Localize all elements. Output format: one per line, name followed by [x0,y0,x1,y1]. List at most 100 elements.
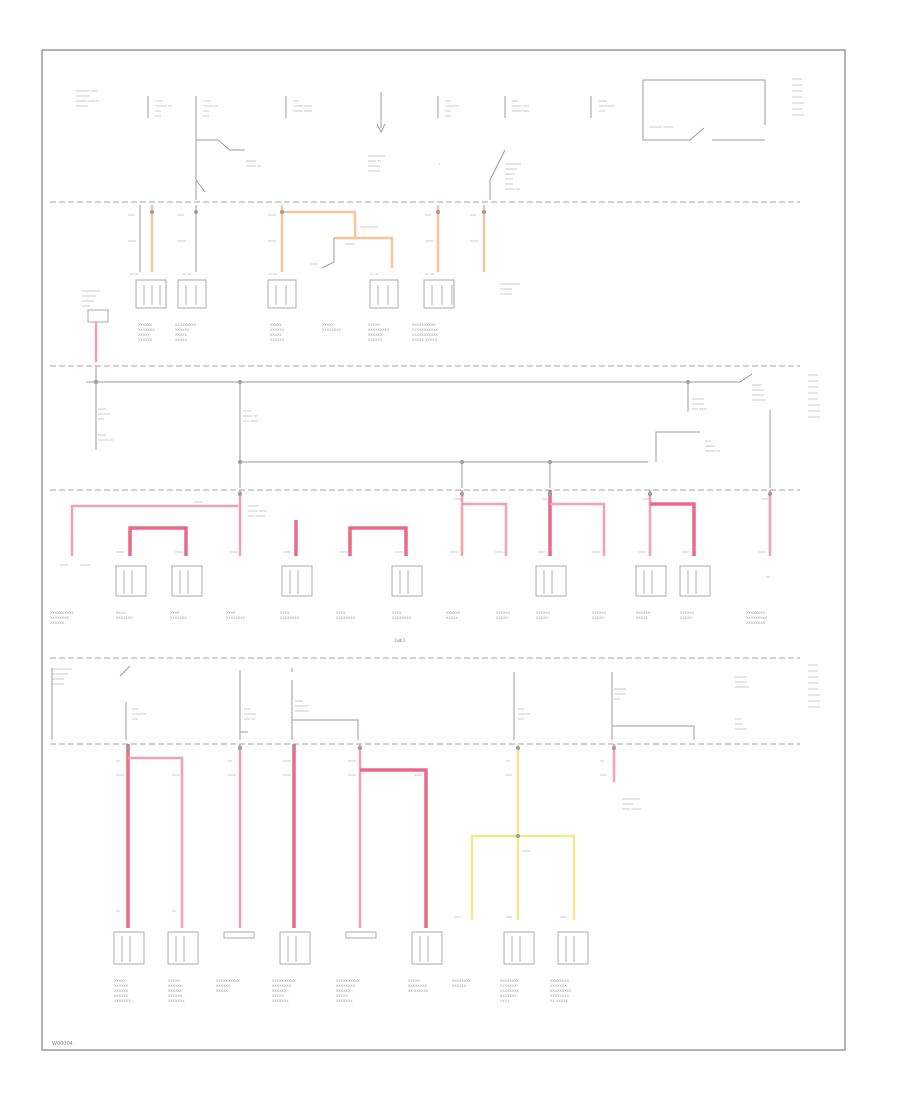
svg-text:xxxxxx: xxxxxx [735,675,747,679]
svg-text:xxxxx: xxxxx [792,83,802,87]
svg-text:xxx xxxxx: xxx xxxxx [248,514,265,518]
svg-text:xxxxxxxxx: xxxxxxxxx [368,154,386,158]
svg-text:xxxxx: xxxxx [792,107,802,111]
svg-text:xxxxxxx: xxxxxxx [295,709,309,713]
svg-text:xx: xx [600,759,604,763]
svg-text:xxxxxx: xxxxxx [808,693,820,697]
svg-text:xxxxx: xxxxx [408,978,420,983]
svg-text:xxxxxxxxxxx: xxxxxxxxxxx [412,327,439,332]
svg-text:xxx: xxx [455,915,461,919]
svg-text:xxxxxxxx: xxxxxxxx [50,615,70,620]
svg-text:xxxxx: xxxxx [322,322,334,327]
svg-text:xxxxxxxxxxx: xxxxxxxxxxx [412,332,439,337]
svg-text:xxxxx xx: xxxxx xx [203,104,218,108]
svg-text:xxxxxxxx: xxxxxxxx [336,983,356,988]
svg-text:xxxxx: xxxxx [680,615,692,620]
svg-text:xxxx: xxxx [505,182,513,186]
svg-text:xxxxxxxx: xxxxxxxx [408,983,428,988]
svg-text:xxxxxxxx: xxxxxxxx [52,672,68,676]
svg-text:xxxxxxxx: xxxxxxxx [550,978,570,983]
svg-text:xxxxx: xxxxx [536,615,548,620]
svg-text:xxxxx: xxxxx [808,681,818,685]
svg-text:xxxxx: xxxxx [336,993,348,998]
svg-text:xxxxxxxx: xxxxxxxx [550,993,570,998]
svg-text:xxxxx xxx: xxxxx xxx [512,109,529,113]
svg-text:xxxxxxxx: xxxxxxxx [746,620,766,625]
svg-text:xxxx: xxxx [178,239,186,243]
svg-text:xxxxx: xxxxx [792,77,802,81]
svg-text:xxxxxxx: xxxxxxx [500,983,517,988]
svg-text:xxxx: xxxx [116,550,124,554]
svg-text:xxxxxx: xxxxxx [735,680,747,684]
svg-text:xxxxxxx: xxxxxxx [500,993,517,998]
svg-text:xx: xx [506,759,510,763]
svg-text:xxxxxx: xxxxxx [216,983,231,988]
svg-text:xxxxx: xxxxx [792,89,802,93]
svg-text:x: x [438,162,440,166]
svg-text:xxx: xxx [470,213,476,217]
svg-text:xxx: xxx [614,697,620,701]
svg-text:xxx xxxx: xxx xxxx [692,407,707,411]
svg-text:xxxx: xxxx [392,610,402,615]
svg-text:xxxxx xxxx: xxxxx xxxx [248,509,267,513]
svg-text:xxxxx: xxxxx [114,978,126,983]
svg-text:xxxx: xxxx [230,550,238,554]
svg-text:xx: xx [766,575,770,579]
svg-text:xxxx: xxxx [505,177,513,181]
svg-text:xxxxxx: xxxxxx [270,327,285,332]
svg-text:xxxxxx: xxxxxx [496,610,511,615]
svg-text:xxxxxx: xxxxxx [808,409,820,413]
svg-text:xxx: xxx [600,773,606,777]
svg-text:xxxxx: xxxxx [808,379,818,383]
svg-text:xxxxxxxxxx: xxxxxxxxxx [272,978,296,983]
svg-text:xxxxx: xxxxx [808,663,818,667]
svg-text:xxxx: xxxx [500,998,510,1003]
svg-text:xxx: xxx [132,707,138,711]
svg-text:xxxxx xx: xxxxx xx [98,438,113,442]
svg-text:xxxxx: xxxxx [446,615,458,620]
svg-text:xx xxxxx: xx xxxxx [550,998,568,1003]
svg-text:xxxxxx: xxxxxx [82,299,94,303]
svg-text:xxxxxxxxxx: xxxxxxxxxx [412,322,436,327]
svg-text:xxx: xxx [599,109,605,113]
svg-text:xxxxxx: xxxxxx [808,415,820,419]
svg-text:xxxx: xxxx [522,849,530,853]
svg-text:xxx: xxx [512,99,518,103]
svg-text:xxxxxx: xxxxxx [452,983,467,988]
svg-text:xxxxx xx: xxxxx xx [705,449,720,453]
svg-text:xxx: xxx [506,915,512,919]
svg-text:xxxx: xxxx [599,99,607,103]
svg-text:xxxxxx: xxxxxx [168,983,183,988]
svg-text:xxxxxx: xxxxxx [336,988,351,993]
svg-text:xxxxxxx: xxxxxxx [76,94,90,98]
svg-text:xxxxx: xxxxx [592,615,604,620]
svg-text:xxxxxx: xxxxxx [680,610,695,615]
svg-text:xxx: xxx [543,497,549,501]
svg-text:xxxxx: xxxxx [246,159,256,163]
svg-text:xxxxx xxxx: xxxxx xxxx [293,104,312,108]
svg-text:xxxxxx: xxxxxx [808,705,820,709]
svg-text:xxxxxx: xxxxxx [168,988,183,993]
svg-text:xx xx: xx xx [182,272,191,276]
svg-text:xxx: xxx [425,213,431,217]
svg-text:xx xx: xx xx [370,272,379,276]
svg-text:xxxxx: xxxxx [636,615,648,620]
svg-text:xxxxxx: xxxxxx [114,988,129,993]
svg-text:xxx: xxx [643,497,649,501]
svg-text:xxx: xxx [178,213,184,217]
svg-text:xxxx: xxxx [283,759,291,763]
svg-text:xxxxx xx: xxxxx xx [505,187,520,191]
svg-text:xxxxxx: xxxxxx [808,699,820,703]
svg-text:xxxxxx: xxxxxx [50,620,65,625]
svg-text:xxxxx: xxxxx [175,332,187,337]
svg-text:xxx: xxx [560,915,566,919]
svg-text:xxx: xxx [455,497,461,501]
svg-text:xxxxxx: xxxxxx [52,682,64,686]
svg-text:xxx: xxx [203,109,209,113]
svg-text:xxxxx: xxxxx [80,563,90,567]
svg-text:xxxx: xxxx [60,563,68,567]
svg-text:xxxx: xxxx [336,610,346,615]
svg-text:xxxxx: xxxxx [272,993,284,998]
